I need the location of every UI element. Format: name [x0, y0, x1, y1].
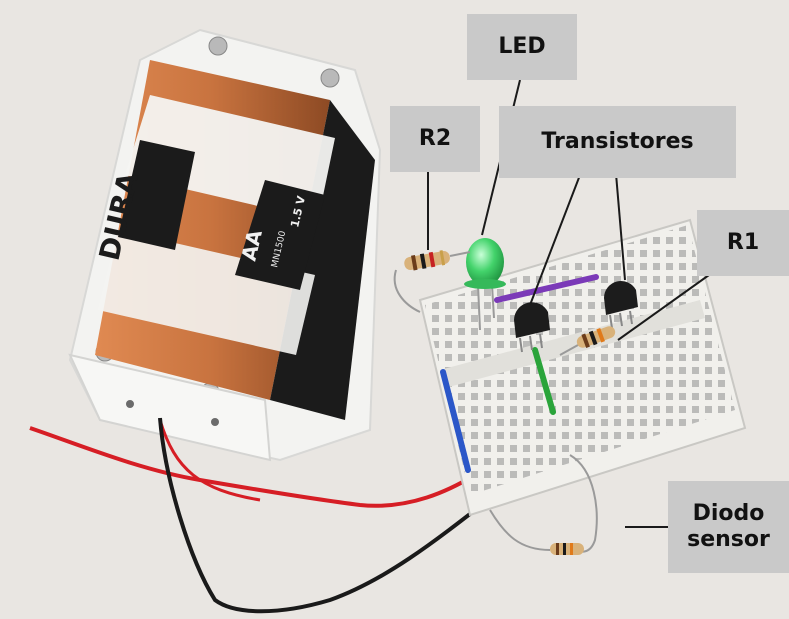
label-transistores: Transistores [499, 106, 736, 178]
led-component [464, 238, 506, 331]
callout-line-r1 [617, 264, 724, 341]
callout-line-transistor-2 [614, 161, 626, 281]
transistor-left [514, 302, 550, 353]
battery-holder: AA MN1500 1.5 V DURA [68, 28, 382, 462]
label-led: LED [467, 14, 577, 80]
breadboard [418, 218, 747, 517]
purple-jumper-wire [494, 274, 599, 303]
green-jumper-wire [532, 347, 556, 415]
label-r1: R1 [697, 210, 789, 276]
callout-line-transistor-1 [529, 161, 586, 306]
resistor-r2 [393, 250, 471, 313]
label-led-text: LED [498, 33, 546, 59]
label-diodo-line2: sensor [687, 527, 770, 552]
resistor-r1 [559, 326, 616, 356]
screw-icon [320, 68, 340, 88]
screw-icon [208, 36, 228, 56]
blue-jumper-wire [440, 369, 471, 473]
red-wire [29, 426, 477, 508]
label-transistores-text: Transistores [541, 128, 694, 154]
label-r2-text: R2 [418, 125, 452, 151]
label-r2: R2 [390, 106, 480, 172]
label-diodo-sensor: Diodo sensor [668, 481, 789, 573]
diode-sensor [489, 454, 598, 555]
label-diodo-line1: Diodo [692, 500, 765, 526]
transistor-right [604, 280, 638, 329]
label-r1-text: R1 [726, 229, 760, 255]
red-wire-2 [158, 419, 261, 502]
